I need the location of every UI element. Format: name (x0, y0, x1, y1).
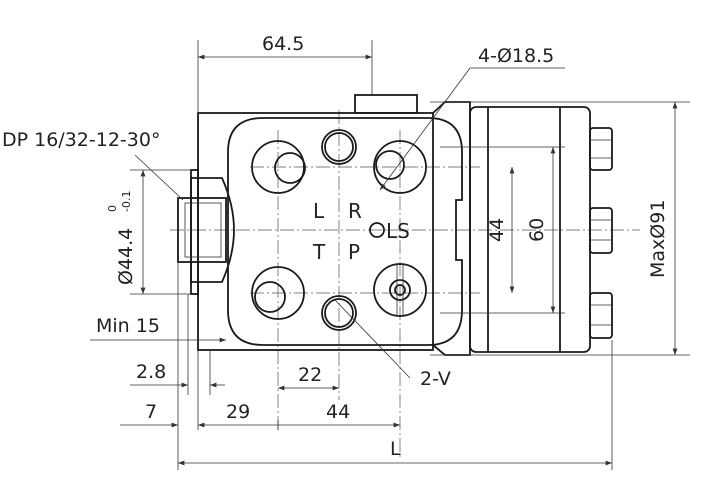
dim-22: 22 (298, 364, 322, 386)
dim-64-5: 64.5 (262, 33, 304, 55)
dim-spline-tol-upper: 0 (106, 205, 119, 212)
dim-44-side: 44 (486, 218, 508, 242)
port-label-p: P (348, 240, 360, 264)
dim-spline-dia: Ø44.4 (115, 228, 137, 285)
valve-body (197, 94, 463, 351)
spline-coupling (177, 169, 235, 295)
port-p-circle (373, 263, 427, 317)
port-labels: L R T P LS (312, 199, 410, 264)
dim-mount: 2-V (420, 368, 451, 390)
centerlines (170, 110, 640, 460)
dim-max-dia: MaxØ91 (647, 200, 669, 278)
dim-spline: DP 16/32-12-30° (2, 129, 160, 151)
dim-length: L (390, 438, 401, 460)
port-label-r: R (348, 199, 362, 223)
dim-port-holes: 4-Ø18.5 (478, 45, 554, 67)
dim-29: 29 (226, 401, 250, 423)
dimension-lines (90, 40, 690, 470)
dim-min-15: Min 15 (96, 315, 160, 337)
dim-7: 7 (145, 401, 157, 423)
port-l-circle (251, 140, 305, 194)
port-label-t: T (312, 240, 326, 264)
ls-port-circle (369, 222, 385, 238)
bolt-head (589, 292, 613, 339)
bolt-head (589, 127, 613, 171)
port-r-circle (373, 140, 427, 194)
dimension-labels: 64.5 4-Ø18.5 DP 16/32-12-30° Ø44.4 0 -0.… (2, 33, 669, 460)
dim-44-bottom: 44 (326, 401, 350, 423)
port-label-l: L (313, 199, 325, 223)
gerotor-housing (432, 101, 613, 356)
bolt-head (589, 207, 613, 254)
dim-spline-tol-lower: -0.1 (120, 191, 133, 212)
port-t-circle (251, 266, 305, 320)
dim-2-8: 2.8 (136, 361, 166, 383)
port-label-ls: LS (386, 219, 410, 243)
dim-60: 60 (526, 218, 548, 242)
